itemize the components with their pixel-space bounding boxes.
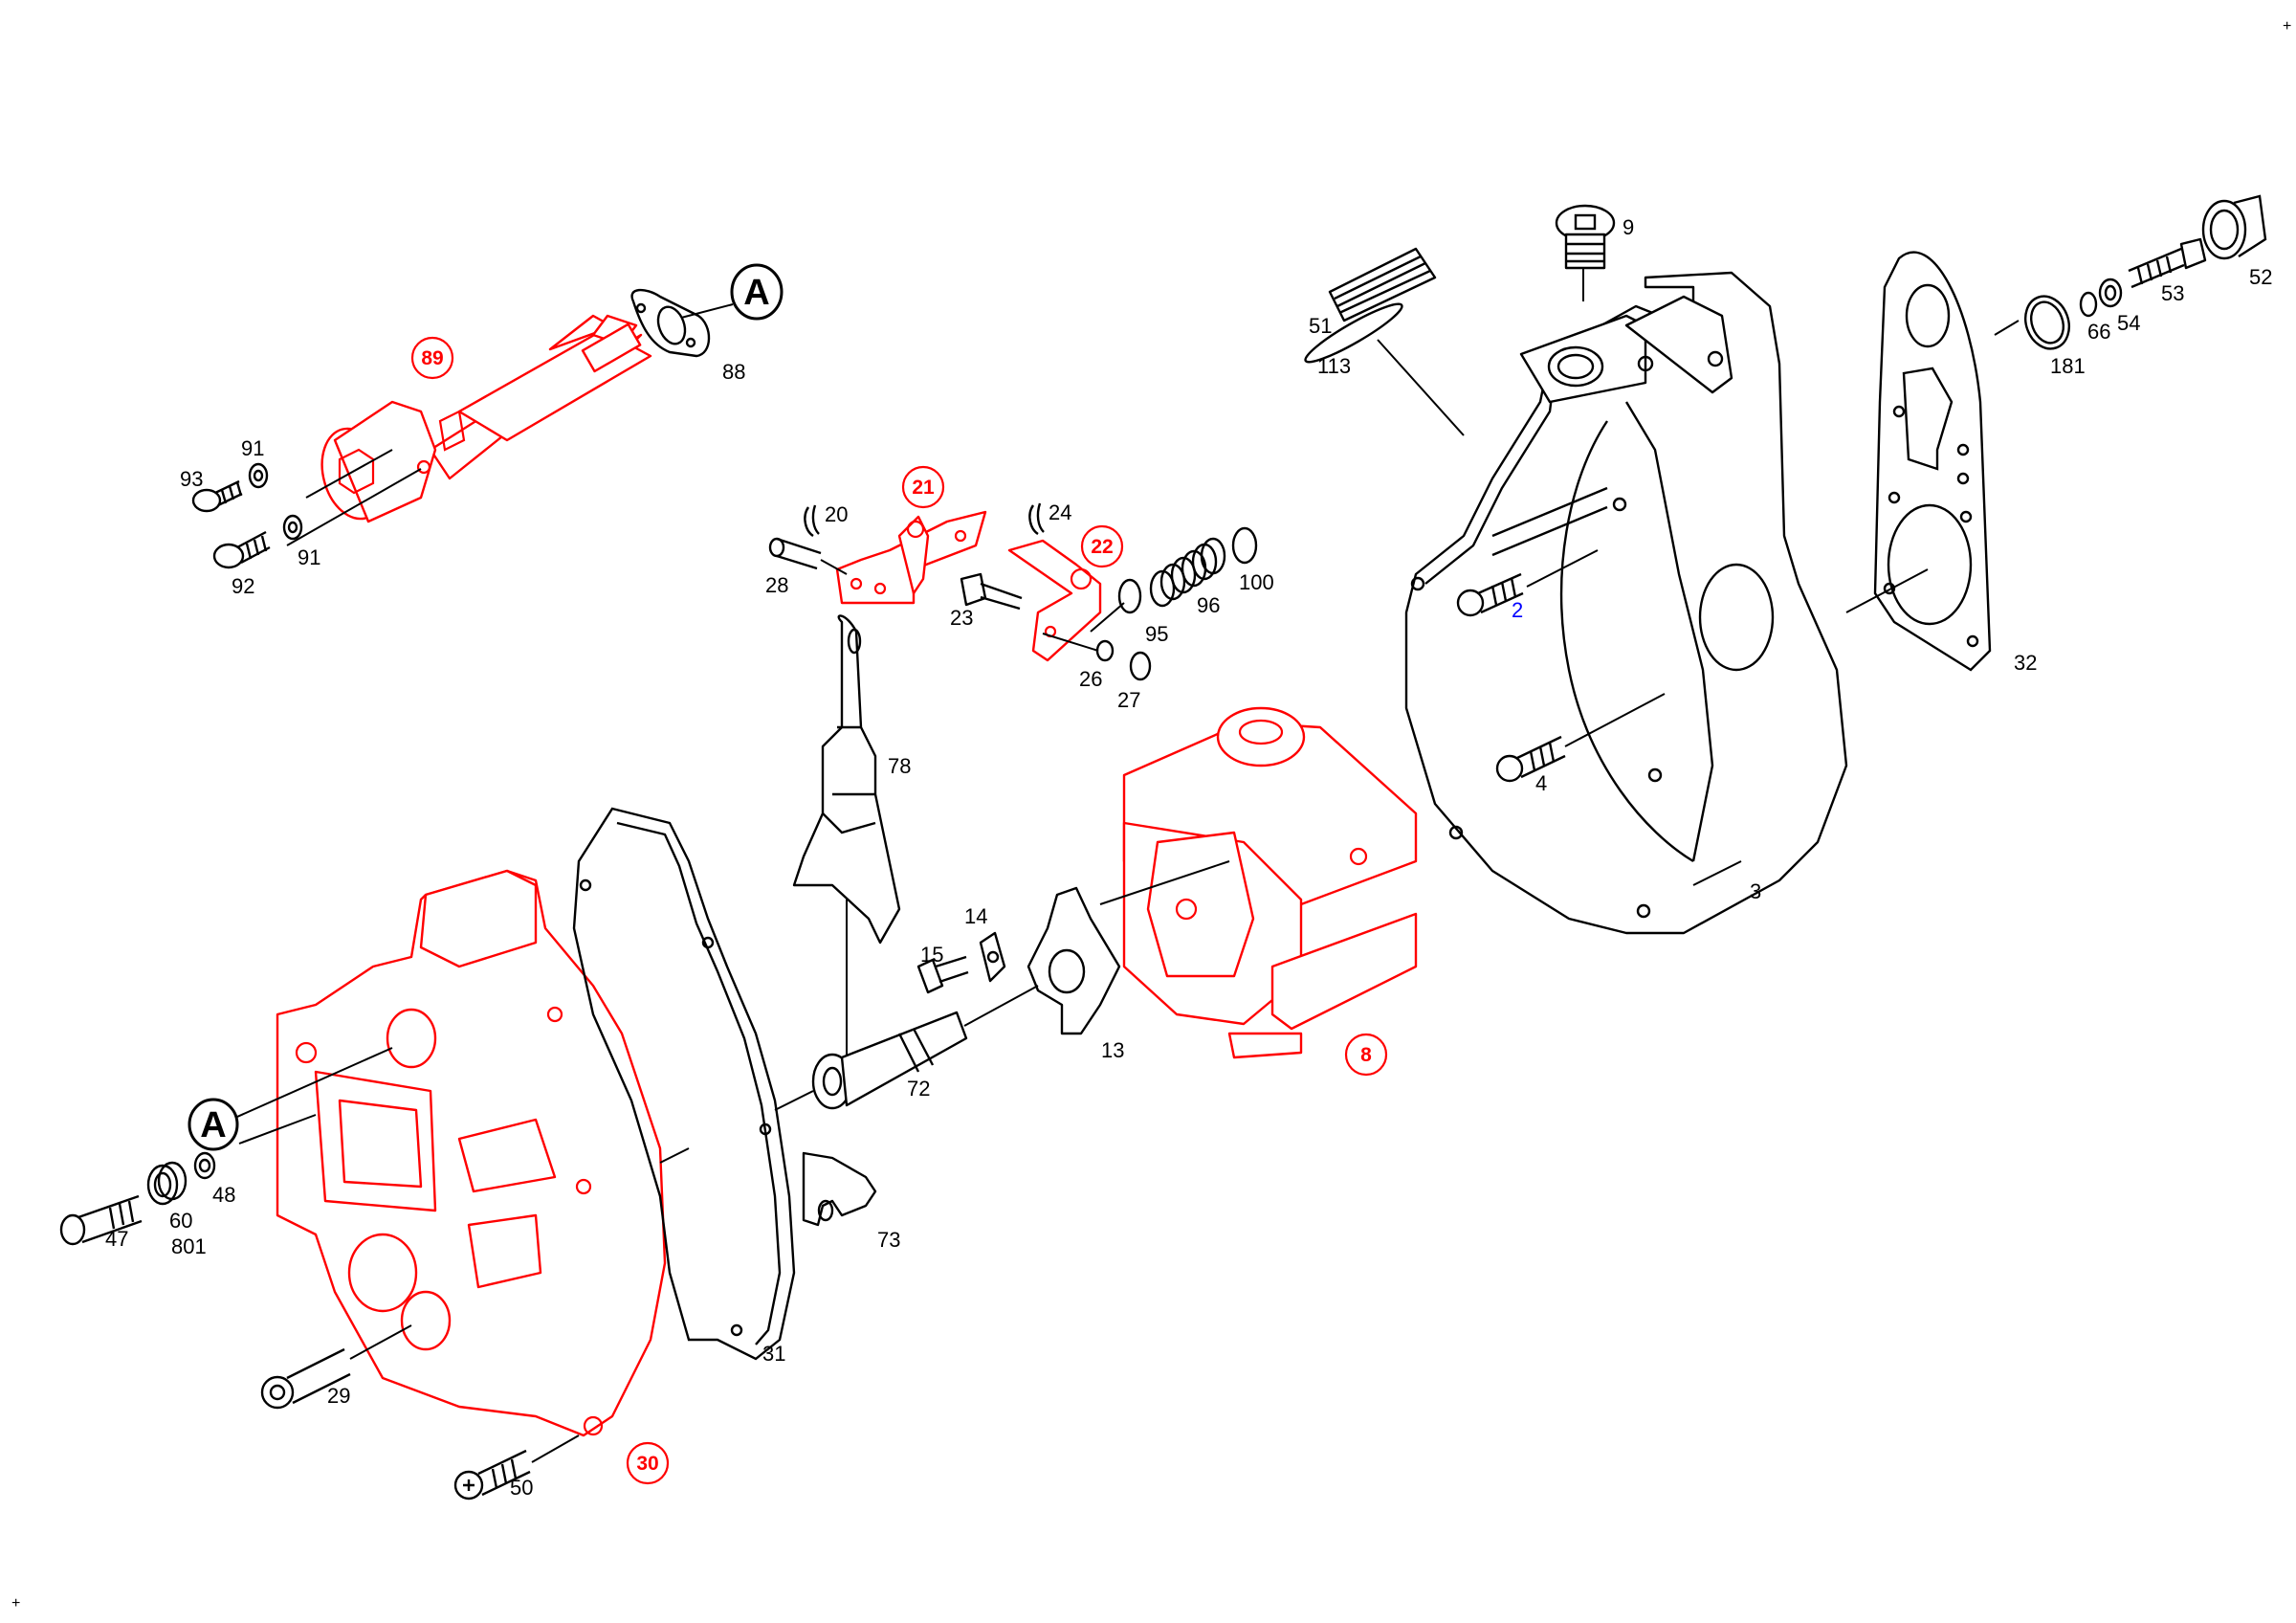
- part-2-screw[interactable]: [1456, 572, 1524, 617]
- callout-48[interactable]: 48: [212, 1183, 235, 1207]
- callout-52[interactable]: 52: [2249, 265, 2272, 289]
- callout-29[interactable]: 29: [327, 1384, 350, 1408]
- part-181-seal-ring[interactable]: [2019, 290, 2076, 355]
- part-66-washer[interactable]: [2079, 291, 2098, 318]
- part-73-fork[interactable]: [802, 1151, 877, 1227]
- part-21-lever[interactable]: [835, 510, 987, 605]
- reference-marker-a-top: A: [730, 263, 784, 321]
- callout-21[interactable]: 21: [901, 465, 945, 509]
- corner-mark-top-right: +: [2283, 18, 2291, 34]
- callout-30[interactable]: 30: [626, 1441, 670, 1485]
- callout-20[interactable]: 20: [825, 502, 848, 526]
- part-8-pump-element-block[interactable]: [1122, 706, 1418, 1059]
- callout-51[interactable]: 51: [1309, 314, 1332, 338]
- part-29-bolt[interactable]: [260, 1347, 351, 1410]
- callout-8[interactable]: 8: [1344, 1033, 1388, 1077]
- part-23-screw[interactable]: [960, 572, 1023, 611]
- corner-mark-bottom-left: +: [11, 1595, 20, 1612]
- part-48-nut[interactable]: [193, 1151, 216, 1180]
- part-30-governor-housing[interactable]: [276, 869, 667, 1437]
- part-28-pin[interactable]: [768, 537, 822, 570]
- part-4-screw[interactable]: [1495, 735, 1566, 783]
- part-72-shaft[interactable]: [811, 1011, 968, 1110]
- part-92-screw[interactable]: [212, 530, 271, 569]
- part-100-washer[interactable]: [1231, 526, 1258, 565]
- svg-text:21: 21: [912, 477, 935, 499]
- callout-801[interactable]: 801: [171, 1234, 207, 1258]
- svg-text:A: A: [200, 1105, 226, 1145]
- part-88-gasket[interactable]: [630, 288, 711, 358]
- callout-73[interactable]: 73: [877, 1228, 900, 1252]
- callout-14[interactable]: 14: [964, 904, 987, 928]
- part-9-plug[interactable]: [1555, 204, 1616, 270]
- callout-113[interactable]: 113: [1317, 354, 1351, 378]
- part-91-washer-upper[interactable]: [248, 462, 269, 489]
- part-14-plate[interactable]: [979, 931, 1006, 983]
- svg-text:89: 89: [421, 347, 443, 369]
- callout-72[interactable]: 72: [907, 1077, 930, 1101]
- part-13-bracket[interactable]: [1027, 886, 1121, 1035]
- part-callouts: 89 88 91 93 92 91 21 20 24 22 28 23 95 9…: [105, 215, 2272, 1500]
- callout-93[interactable]: 93: [180, 467, 203, 491]
- callout-9[interactable]: 9: [1623, 215, 1634, 239]
- callout-88[interactable]: 88: [722, 360, 745, 384]
- callout-54[interactable]: 54: [2117, 311, 2140, 335]
- part-20-clip[interactable]: [804, 504, 820, 538]
- part-15-screw[interactable]: [916, 955, 969, 994]
- callout-26[interactable]: 26: [1079, 667, 1102, 691]
- callout-181[interactable]: 181: [2050, 354, 2086, 378]
- part-26-washer[interactable]: [1095, 639, 1115, 662]
- callout-22[interactable]: 22: [1080, 524, 1124, 568]
- reference-marker-a-bottom: A: [188, 1098, 239, 1151]
- part-91-washer-lower[interactable]: [282, 514, 303, 541]
- callout-96[interactable]: 96: [1197, 593, 1220, 617]
- part-113-o-ring[interactable]: [1301, 297, 1406, 368]
- callout-32[interactable]: 32: [2014, 651, 2037, 675]
- part-96-spring[interactable]: [1149, 537, 1226, 608]
- part-50-screw[interactable]: [453, 1449, 531, 1501]
- svg-text:8: 8: [1360, 1044, 1372, 1066]
- callout-89[interactable]: 89: [410, 336, 454, 380]
- part-54-nut[interactable]: [2098, 278, 2123, 308]
- callout-100[interactable]: 100: [1239, 570, 1274, 594]
- callout-28[interactable]: 28: [765, 573, 788, 597]
- callout-92[interactable]: 92: [232, 574, 254, 598]
- callout-23[interactable]: 23: [950, 606, 973, 630]
- callout-15[interactable]: 15: [920, 943, 943, 967]
- part-52-cap-nut[interactable]: [2201, 194, 2267, 260]
- part-95-ring[interactable]: [1117, 578, 1142, 614]
- part-24-clip[interactable]: [1028, 502, 1045, 536]
- callout-4[interactable]: 4: [1535, 771, 1547, 795]
- callout-2[interactable]: 2: [1512, 598, 1523, 622]
- part-89-adjuster-assembly[interactable]: [313, 314, 652, 526]
- part-53-screw[interactable]: [2128, 237, 2207, 289]
- callout-91-lower[interactable]: 91: [298, 545, 320, 569]
- callout-60[interactable]: 60: [169, 1209, 192, 1233]
- part-31-gasket[interactable]: [572, 807, 796, 1361]
- part-78-fork-lever[interactable]: [792, 614, 901, 945]
- part-27-washer[interactable]: [1129, 651, 1152, 681]
- part-51-plug[interactable]: [1328, 247, 1437, 322]
- svg-text:30: 30: [636, 1453, 658, 1475]
- part-93-screw[interactable]: [191, 479, 243, 513]
- callout-13[interactable]: 13: [1101, 1038, 1124, 1062]
- svg-text:A: A: [743, 273, 769, 313]
- callout-27[interactable]: 27: [1117, 688, 1140, 712]
- callout-24[interactable]: 24: [1049, 500, 1071, 524]
- part-32-gasket[interactable]: [1873, 251, 1992, 672]
- callout-91-upper[interactable]: 91: [241, 436, 264, 460]
- callout-78[interactable]: 78: [888, 754, 911, 778]
- callout-31[interactable]: 31: [762, 1342, 785, 1366]
- svg-text:22: 22: [1091, 536, 1113, 558]
- callout-3[interactable]: 3: [1750, 879, 1761, 903]
- callout-66[interactable]: 66: [2087, 320, 2110, 344]
- callout-47[interactable]: 47: [105, 1227, 128, 1251]
- callout-53[interactable]: 53: [2161, 281, 2184, 305]
- part-60-seal-ring[interactable]: [146, 1161, 188, 1206]
- callout-95[interactable]: 95: [1145, 622, 1168, 646]
- callout-50[interactable]: 50: [510, 1476, 533, 1500]
- part-47-screw[interactable]: [59, 1194, 143, 1246]
